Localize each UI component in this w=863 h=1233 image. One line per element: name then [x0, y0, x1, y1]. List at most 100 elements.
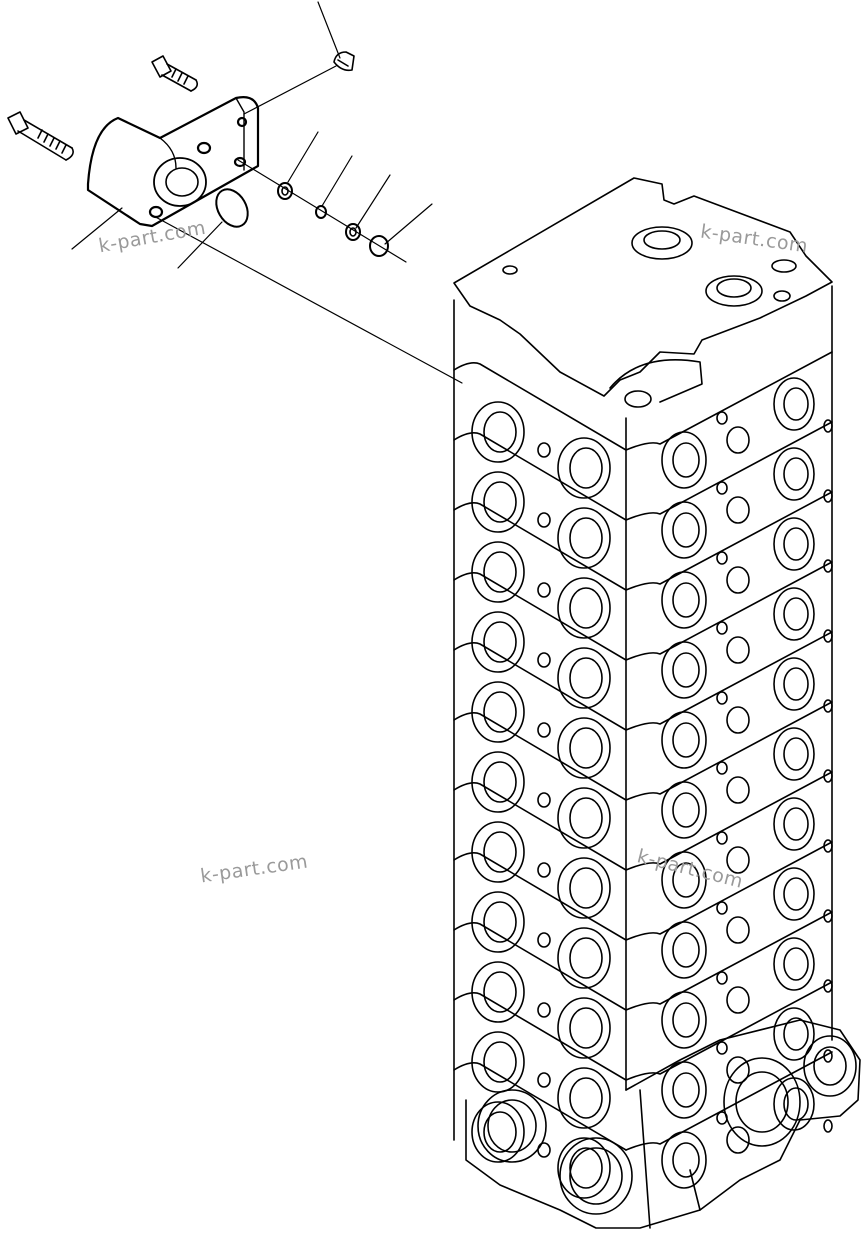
section-port-c-inner	[672, 862, 700, 898]
leader-cover	[71, 207, 123, 250]
section-port-c-inner	[672, 722, 700, 758]
section-hole-small	[716, 761, 728, 775]
section-seam-left	[453, 642, 627, 731]
section-hole-large	[726, 916, 750, 944]
section-port-a-inner	[483, 551, 517, 593]
section-port-b-inner	[569, 1147, 603, 1189]
section-port-c-inner	[672, 792, 700, 828]
section-hole-mid	[537, 792, 551, 808]
section-port-a-inner	[483, 621, 517, 663]
section-port-b	[557, 1137, 611, 1199]
section-port-a	[471, 611, 525, 673]
section-port-c	[661, 1131, 707, 1189]
seal-2	[315, 205, 327, 219]
section-port-a-inner	[483, 481, 517, 523]
section-port-c	[661, 711, 707, 769]
leader-seal-1	[287, 131, 319, 183]
section-port-c-inner	[672, 582, 700, 618]
section-port-a-inner	[483, 901, 517, 943]
section-hole-large	[726, 636, 750, 664]
section-hole-small	[716, 831, 728, 845]
section-port-a-inner	[483, 1111, 517, 1153]
section-seam-left	[453, 852, 627, 941]
section-port-b	[557, 437, 611, 499]
section-port-b-inner	[569, 727, 603, 769]
section-port-d-inner	[783, 737, 809, 771]
cover-plate	[86, 96, 260, 228]
section-port-a	[471, 751, 525, 813]
axis-cover-to-block	[149, 213, 463, 384]
section-hole-mid	[537, 1002, 551, 1018]
section-hole-large	[726, 706, 750, 734]
section-hole-small	[716, 411, 728, 425]
section-seam-right	[625, 911, 833, 1011]
section-port-d-inner	[783, 527, 809, 561]
section-port-d	[773, 657, 815, 711]
section-port-d-inner	[783, 877, 809, 911]
section-port-c	[661, 571, 707, 629]
section-hole-small	[716, 481, 728, 495]
section-port-d	[773, 517, 815, 571]
section-port-b	[557, 577, 611, 639]
section-hole-mid	[537, 862, 551, 878]
section-port-b-inner	[569, 517, 603, 559]
section-port-d-inner	[783, 457, 809, 491]
section-port-c	[661, 991, 707, 1049]
bottom-port-2	[559, 1137, 633, 1215]
section-port-b-inner	[569, 587, 603, 629]
section-port-a	[471, 1101, 525, 1163]
leader-oring-large	[177, 221, 223, 269]
section-port-d	[773, 1007, 815, 1061]
valve-body	[453, 177, 833, 1141]
section-hole-large	[726, 846, 750, 874]
section-hole-large	[726, 426, 750, 454]
section-port-b-inner	[569, 867, 603, 909]
section-port-a	[471, 471, 525, 533]
section-port-c	[661, 1061, 707, 1119]
section-port-b	[557, 507, 611, 569]
section-port-d-inner	[783, 1017, 809, 1051]
section-port-b	[557, 857, 611, 919]
section-seam-left	[453, 1062, 627, 1151]
axis-seals	[237, 159, 407, 263]
section-port-d-inner	[783, 667, 809, 701]
section-port-c-inner	[672, 1002, 700, 1038]
leader-seal-2	[321, 155, 353, 207]
section-port-c-inner	[672, 512, 700, 548]
section-port-b-inner	[569, 1077, 603, 1119]
section-port-d	[773, 587, 815, 641]
section-port-d	[773, 377, 815, 431]
section-port-b-inner	[569, 937, 603, 979]
seal-1	[277, 182, 293, 200]
section-port-a-inner	[483, 971, 517, 1013]
section-seam-left	[453, 572, 627, 661]
valve-sections	[453, 351, 833, 1199]
section-hole-small	[716, 621, 728, 635]
section-seam-left	[453, 922, 627, 1011]
section-port-a-inner	[483, 411, 517, 453]
section-port-a	[471, 821, 525, 883]
section-port-a	[471, 401, 525, 463]
section-port-d	[773, 447, 815, 501]
section-hole-large	[726, 566, 750, 594]
leader-plug	[317, 1, 341, 59]
section-port-c-inner	[672, 1072, 700, 1108]
seal-rings	[215, 182, 389, 257]
section-port-c-inner	[672, 442, 700, 478]
section-hole-small	[716, 971, 728, 985]
section-hole-edge	[823, 1119, 833, 1133]
section-port-a-inner	[483, 691, 517, 733]
section-seam-right	[625, 771, 833, 871]
section-port-d-inner	[783, 597, 809, 631]
section-hole-mid	[537, 1142, 551, 1158]
section-port-c-inner	[672, 1142, 700, 1178]
section-port-b	[557, 997, 611, 1059]
section-port-b	[557, 927, 611, 989]
plug	[333, 51, 355, 72]
section-seam-left	[453, 362, 627, 451]
section-seam-right	[625, 351, 833, 451]
flange-port-1	[723, 1057, 801, 1147]
leader-oring-small	[384, 203, 433, 245]
section-port-a	[471, 681, 525, 743]
